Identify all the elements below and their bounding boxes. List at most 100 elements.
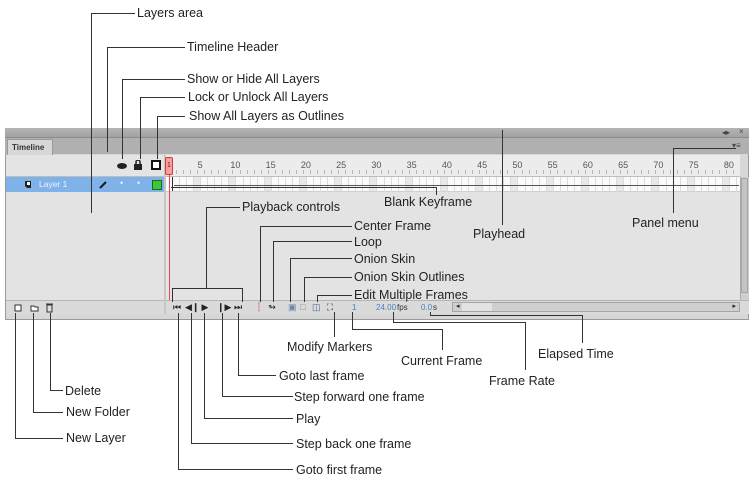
frame-rate-value[interactable]: 24.00 bbox=[376, 303, 397, 312]
ruler-tick bbox=[246, 170, 248, 174]
goto-last-frame-icon[interactable]: ⏭ bbox=[233, 302, 243, 312]
callout-line bbox=[172, 288, 173, 302]
scroll-left-arrow[interactable]: ◂ bbox=[456, 303, 460, 310]
ruler-tick bbox=[718, 170, 720, 174]
layer-visible-dot[interactable]: • bbox=[120, 178, 124, 188]
step-forward-icon[interactable]: ❙▶ bbox=[217, 302, 232, 312]
play-icon[interactable]: ▶ bbox=[201, 302, 209, 312]
frame-cell-divider bbox=[369, 177, 371, 192]
ruler-tick bbox=[697, 170, 699, 174]
ruler-tick bbox=[542, 170, 544, 174]
ruler-tick bbox=[711, 170, 713, 174]
layer-lock-dot[interactable]: • bbox=[137, 178, 141, 188]
panel-titlebar[interactable]: ◂▸ × bbox=[5, 128, 749, 138]
ruler-tick bbox=[302, 170, 304, 174]
delete-icon[interactable] bbox=[46, 303, 53, 313]
frame-cell-divider bbox=[524, 177, 526, 192]
center-frame-icon[interactable]: ┆ bbox=[256, 302, 262, 312]
callout-line bbox=[140, 97, 185, 98]
horizontal-scroll-thumb[interactable] bbox=[462, 303, 492, 311]
callout-line bbox=[304, 277, 352, 278]
tab-timeline[interactable]: Timeline bbox=[7, 139, 53, 155]
frame-cell-highlight bbox=[229, 177, 236, 191]
frame-cell-divider bbox=[235, 177, 237, 192]
ruler-label: 25 bbox=[336, 160, 347, 170]
close-icon[interactable]: × bbox=[739, 127, 744, 136]
ruler-tick bbox=[472, 170, 474, 174]
ruler-tick bbox=[655, 170, 657, 174]
label-center-frame: Center Frame bbox=[354, 219, 432, 233]
new-folder-icon[interactable] bbox=[30, 304, 39, 312]
label-elapsed-time: Elapsed Time bbox=[538, 347, 614, 361]
label-playhead: Playhead bbox=[473, 227, 526, 241]
horizontal-scrollbar[interactable]: ◂ ▸ bbox=[452, 302, 740, 312]
onion-skin-icon[interactable]: ▣ bbox=[288, 302, 297, 312]
ruler-tick bbox=[232, 170, 234, 174]
collapse-icon[interactable]: ◂▸ bbox=[722, 128, 731, 137]
frame-cell-highlight bbox=[617, 177, 624, 191]
frame-cell-divider bbox=[531, 177, 533, 192]
frame-cell-divider bbox=[637, 177, 639, 192]
frame-cell-divider bbox=[679, 177, 681, 192]
callout-line bbox=[317, 295, 318, 302]
callout-line bbox=[502, 130, 503, 225]
loop-icon[interactable]: ↬ bbox=[268, 302, 276, 312]
layer-name[interactable]: Layer 1 bbox=[39, 179, 68, 189]
frame-cell-divider bbox=[496, 177, 498, 192]
frame-cell-highlight bbox=[652, 177, 659, 191]
ruler-tick bbox=[436, 170, 438, 174]
ruler-tick bbox=[310, 170, 311, 174]
ruler-tick bbox=[359, 170, 361, 174]
label-step-forward: Step forward one frame bbox=[294, 390, 425, 404]
callout-line bbox=[442, 329, 443, 350]
frames-row[interactable] bbox=[166, 177, 740, 192]
frame-cell-divider bbox=[538, 177, 540, 192]
panel-menu-icon[interactable]: ▾≡ bbox=[732, 141, 741, 150]
label-show-outlines: Show All Layers as Outlines bbox=[189, 109, 344, 123]
callout-line bbox=[430, 315, 582, 316]
frame-cell-divider bbox=[348, 177, 350, 192]
ruler-tick bbox=[676, 170, 678, 174]
panel-divider[interactable] bbox=[164, 155, 166, 314]
ruler-tick bbox=[387, 170, 389, 174]
frame-cell-divider bbox=[228, 177, 230, 192]
ruler-tick bbox=[514, 170, 516, 174]
frame-cell-divider bbox=[207, 177, 209, 192]
ruler-tick bbox=[535, 170, 537, 174]
goto-first-frame-icon[interactable]: ⏮ bbox=[172, 302, 182, 312]
label-lock-unlock-all: Lock or Unlock All Layers bbox=[188, 90, 329, 104]
frame-cell-highlight bbox=[194, 177, 201, 191]
ruler-label: 10 bbox=[230, 160, 241, 170]
onion-skin-outlines-icon[interactable]: □ bbox=[300, 302, 306, 312]
frame-cell-highlight bbox=[722, 177, 729, 191]
edit-multiple-frames-icon[interactable]: ◫ bbox=[312, 302, 321, 312]
callout-line bbox=[260, 226, 261, 302]
frame-cell-divider bbox=[616, 177, 618, 192]
outline-square-icon[interactable] bbox=[151, 160, 161, 170]
playhead[interactable]: 1 bbox=[165, 157, 173, 175]
callout-line bbox=[222, 396, 293, 397]
layer-row[interactable]: Layer 1 • • bbox=[6, 177, 164, 192]
callout-line bbox=[393, 322, 525, 323]
frame-cell-divider bbox=[454, 177, 455, 192]
frame-cell-divider bbox=[270, 177, 272, 192]
vertical-scroll-thumb[interactable] bbox=[741, 178, 748, 293]
new-layer-icon[interactable] bbox=[14, 304, 22, 312]
ruler-tick bbox=[324, 170, 326, 174]
frame-cell-highlight bbox=[546, 177, 553, 191]
ruler-tick bbox=[295, 170, 297, 174]
frame-cell-divider bbox=[721, 177, 723, 192]
modify-markers-icon[interactable]: ⛶ bbox=[326, 302, 334, 312]
layer-outline-color[interactable] bbox=[152, 180, 162, 190]
step-back-icon[interactable]: ◀❙ bbox=[185, 302, 200, 312]
ruler-tick bbox=[415, 170, 417, 174]
scroll-right-arrow[interactable]: ▸ bbox=[732, 303, 736, 310]
frame-cell-divider bbox=[355, 177, 357, 192]
lock-icon[interactable] bbox=[134, 160, 142, 170]
callout-line bbox=[91, 13, 135, 14]
eye-icon[interactable] bbox=[117, 162, 127, 170]
ruler-tick bbox=[683, 170, 685, 174]
ruler-tick bbox=[373, 170, 375, 174]
frame-cell-divider bbox=[602, 177, 604, 192]
